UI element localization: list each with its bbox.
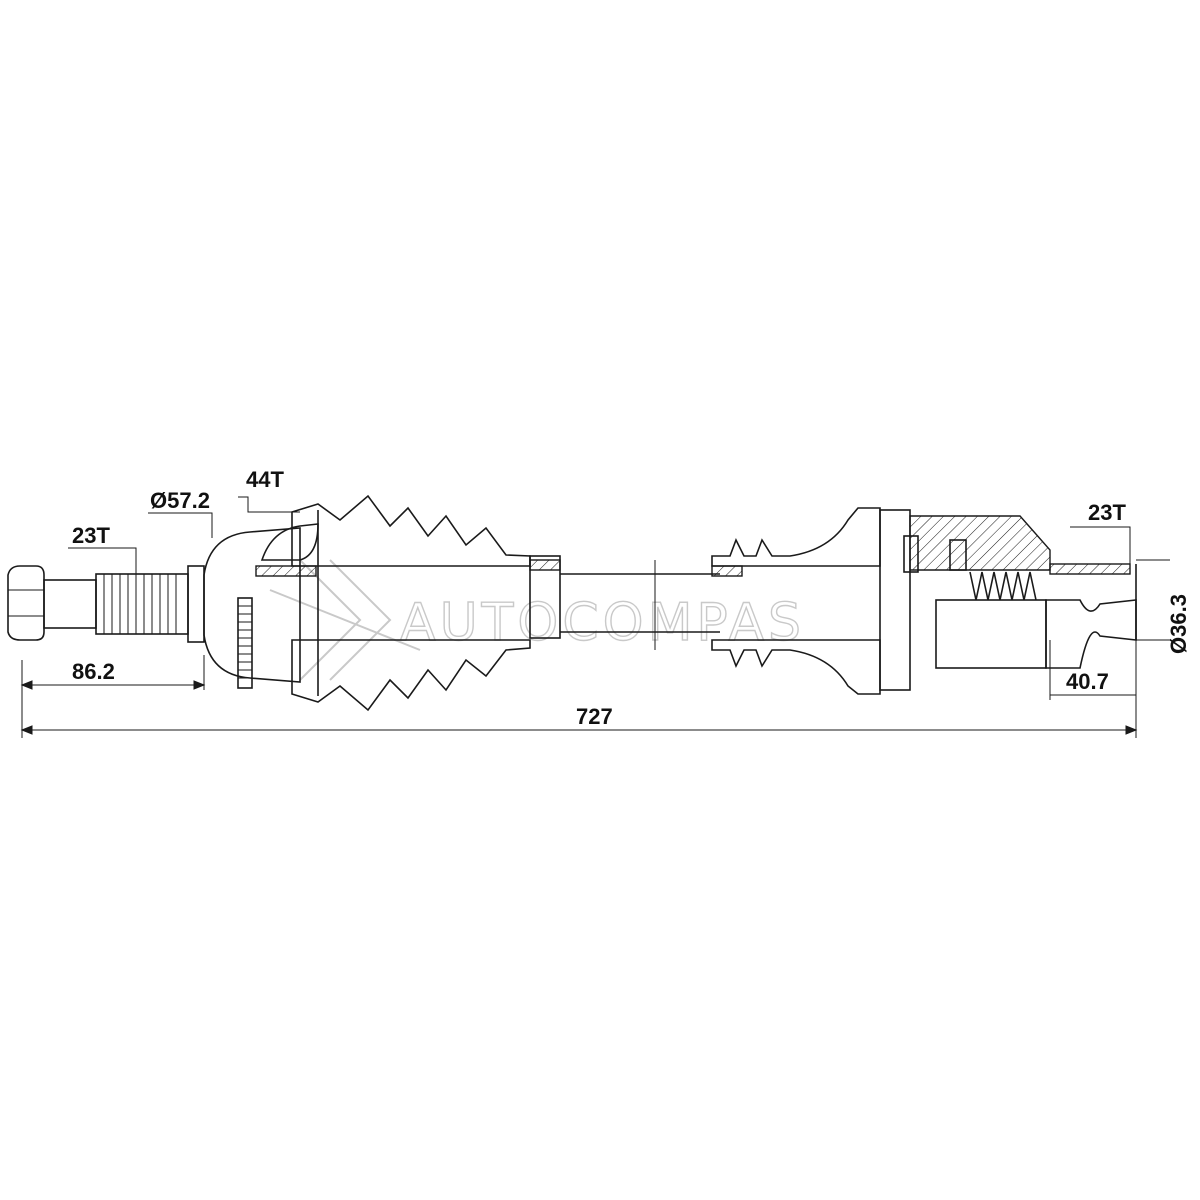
watermark-text: AUTOCOMPAS — [400, 593, 805, 653]
abs-teeth-label: 44T — [246, 467, 284, 492]
dimension-lines — [20, 496, 1170, 738]
outer-spline-label: 23T — [72, 523, 110, 548]
dimension-labels: 23T Ø57.2 44T 23T 86.2 40.7 727 Ø36.3 — [72, 467, 1191, 729]
inner-spline-label: 23T — [1088, 500, 1126, 525]
outer-length-label: 86.2 — [72, 659, 115, 684]
outer-stub — [7, 565, 205, 643]
inner-boot — [711, 507, 911, 695]
inner-length-label: 40.7 — [1066, 669, 1109, 694]
seal-diameter-label: Ø36.3 — [1166, 594, 1191, 654]
watermark: AUTOCOMPAS — [269, 559, 805, 681]
abs-diameter-label: Ø57.2 — [150, 488, 210, 513]
inner-joint-housing — [903, 515, 1137, 669]
outer-boot — [291, 494, 561, 712]
main-shaft — [560, 560, 720, 650]
abs-ring-teeth — [238, 605, 252, 679]
spring-coils — [969, 571, 1037, 601]
outer-cv-joint — [203, 510, 319, 696]
total-length-label: 727 — [576, 704, 613, 729]
